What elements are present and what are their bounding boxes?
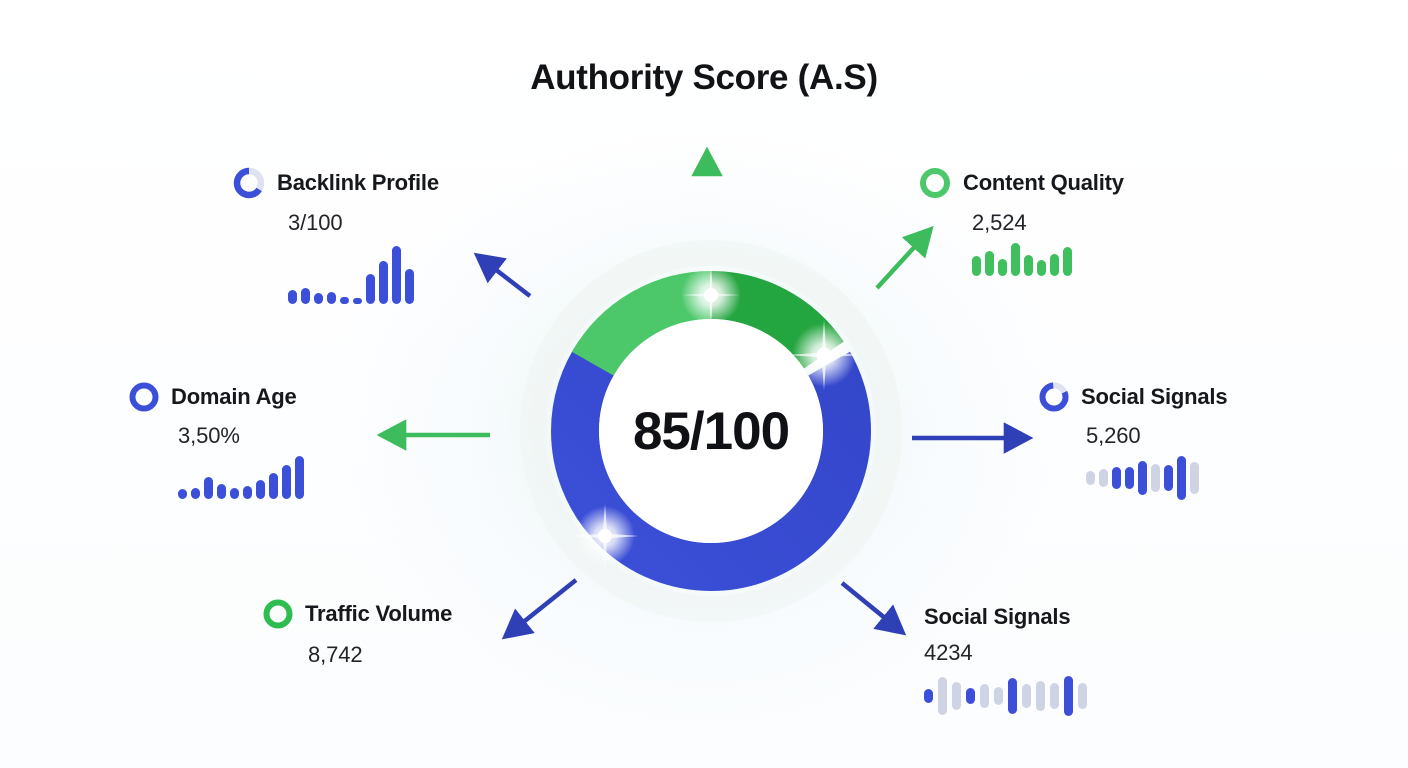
- donut-glow-upper-right: [787, 320, 861, 390]
- metric-label: Social Signals: [1081, 384, 1228, 409]
- metric-header: Domain Age: [128, 381, 304, 413]
- metric-value: 3/100: [288, 210, 343, 235]
- metric-social-signals-right[interactable]: Social Signals 5,260: [1038, 381, 1228, 501]
- metric-backlink-profile[interactable]: Backlink Profile 3/100: [232, 166, 439, 304]
- metric-label: Backlink Profile: [277, 170, 439, 195]
- page-title: Authority Score (A.S): [530, 58, 878, 97]
- ring-progress-icon: [263, 599, 293, 629]
- donut-glow-top: [681, 265, 741, 325]
- metric-content-quality[interactable]: Content Quality 2,524: [918, 166, 1124, 276]
- sparkline-bars: [178, 455, 304, 499]
- metric-label: Domain Age: [171, 384, 297, 409]
- metric-header: Traffic Volume: [262, 598, 452, 630]
- ring-progress-icon: [920, 168, 950, 198]
- metric-value: 5,260: [1086, 423, 1141, 448]
- metric-label: Social Signals: [924, 604, 1071, 629]
- donut-svg: [520, 240, 902, 622]
- metric-value: 8,742: [308, 642, 363, 667]
- metric-value: 3,50%: [178, 423, 240, 448]
- authority-score-donut: 85/100: [516, 236, 906, 626]
- metric-header: Content Quality: [918, 166, 1124, 200]
- metric-header: Social Signals: [924, 604, 1087, 630]
- donut-segment-blue: [551, 271, 871, 591]
- ring-progress-icon: [1039, 382, 1069, 412]
- metric-value: 2,524: [972, 210, 1027, 235]
- metric-value: 4234: [924, 640, 973, 665]
- sparkline-bars: [1086, 455, 1227, 501]
- metric-header: Social Signals: [1038, 381, 1228, 413]
- sparkline-bars: [288, 242, 439, 304]
- metric-domain-age[interactable]: Domain Age 3,50%: [128, 381, 304, 499]
- score-text: 85/100: [632, 401, 790, 461]
- ring-progress-icon: [129, 382, 159, 412]
- ring-progress-icon: [233, 167, 265, 199]
- metric-header: Backlink Profile: [232, 166, 439, 200]
- donut-glow-lower-left: [571, 504, 639, 568]
- metric-label: Content Quality: [963, 170, 1124, 195]
- metric-label: Traffic Volume: [305, 601, 453, 626]
- sparkline-bars: [924, 674, 1087, 718]
- sparkline-bars: [972, 242, 1124, 276]
- metric-social-signals-bottom[interactable]: Social Signals 4234: [924, 604, 1087, 718]
- metric-traffic-volume[interactable]: Traffic Volume 8,742: [262, 598, 452, 668]
